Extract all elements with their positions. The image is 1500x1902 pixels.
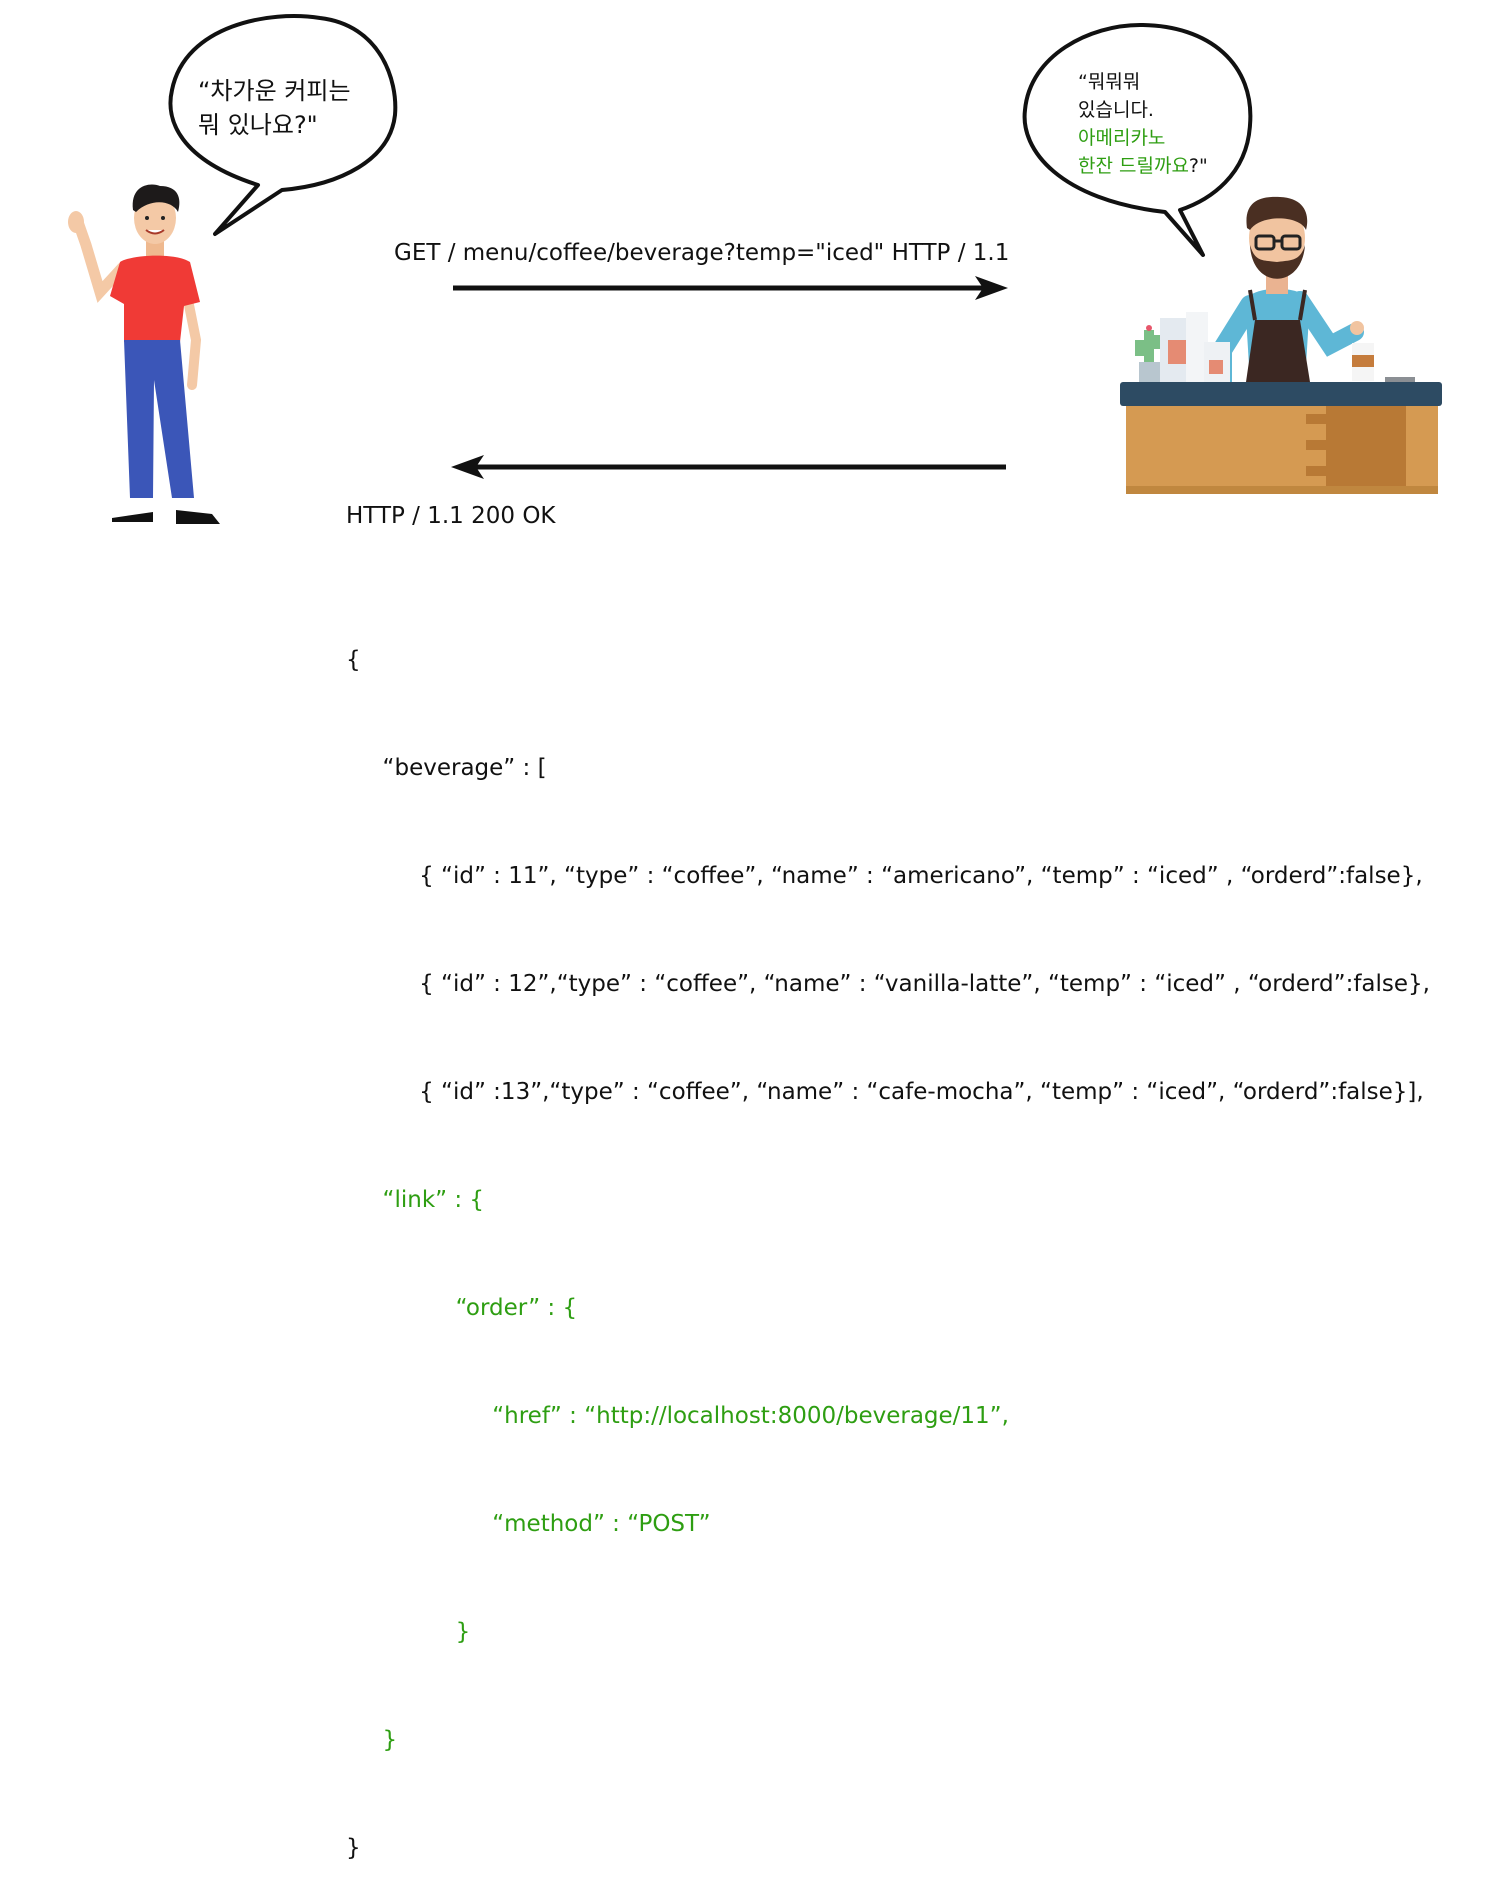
- http-request-line: GET / menu/coffee/beverage?temp="iced" H…: [394, 240, 1010, 266]
- response-body-link-line: “href” : “http://localhost:8000/beverage…: [346, 1403, 1009, 1429]
- barista-bubble-line-2: 있습니다.: [1078, 99, 1154, 121]
- response-body-line: { “id” : 12”,“type” : “coffee”, “name” :…: [346, 971, 1430, 997]
- illustration: [68, 14, 1442, 524]
- barista-bubble-text: “뭐뭐뭐 있습니다. 아메리카노 한잔 드릴까요?": [1078, 68, 1208, 180]
- barista-figure: [1135, 196, 1415, 392]
- customer-bubble-line-1: “차가운 커피는: [198, 77, 351, 105]
- customer-figure: [68, 184, 220, 524]
- response-body: { “beverage” : [ { “id” : 11”, “type” : …: [346, 570, 1430, 1902]
- coffee-counter: [1120, 382, 1442, 494]
- customer-bubble-text: “차가운 커피는 뭐 있나요?": [198, 74, 351, 142]
- response-body-link-line: “link” : {: [346, 1187, 485, 1213]
- response-body-link-line: }: [346, 1727, 398, 1753]
- barista-speech-bubble: [1022, 23, 1253, 257]
- response-body-line: “beverage” : [: [346, 755, 547, 781]
- response-arrow: [451, 455, 1006, 479]
- barista-bubble-line-4-end: ?": [1188, 155, 1208, 177]
- response-body-link-line: “method” : “POST”: [346, 1511, 711, 1537]
- request-arrow: [453, 276, 1008, 300]
- response-body-line: { “id” :13”,“type” : “coffee”, “name” : …: [346, 1079, 1424, 1105]
- barista-bubble-line-1: “뭐뭐뭐: [1078, 71, 1141, 93]
- response-body-line: {: [346, 647, 361, 673]
- customer-speech-bubble: [168, 14, 398, 236]
- response-body-line: { “id” : 11”, “type” : “coffee”, “name” …: [346, 863, 1423, 889]
- customer-bubble-line-2: 뭐 있나요?": [198, 111, 318, 139]
- response-body-link-line: }: [346, 1619, 471, 1645]
- response-body-link-line: “order” : {: [346, 1295, 578, 1321]
- http-response-status: HTTP / 1.1 200 OK: [346, 503, 556, 529]
- response-body-line: }: [346, 1835, 361, 1861]
- barista-bubble-line-4-main: 한잔 드릴까요: [1078, 155, 1189, 177]
- barista-bubble-line-3: 아메리카노: [1078, 127, 1166, 149]
- barista-bubble-line-4: 한잔 드릴까요?": [1078, 152, 1208, 180]
